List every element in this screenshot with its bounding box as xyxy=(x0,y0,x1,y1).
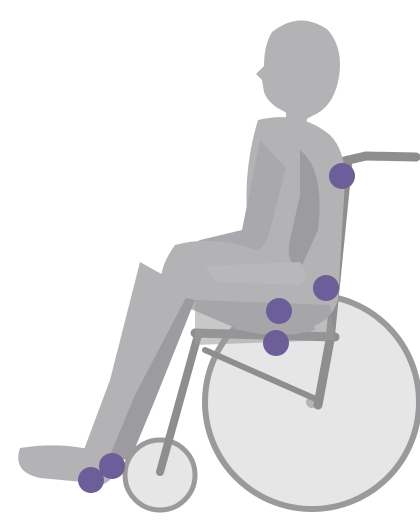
seat-cushion xyxy=(205,262,306,285)
pressure-point-buttock-lower xyxy=(263,330,289,356)
pressure-point-sacrum xyxy=(313,275,339,301)
neck xyxy=(286,104,308,130)
pressure-point-shoulder-blade xyxy=(329,163,355,189)
pressure-point-buttock-upper xyxy=(266,298,292,324)
pressure-point-heel-side xyxy=(99,453,125,479)
